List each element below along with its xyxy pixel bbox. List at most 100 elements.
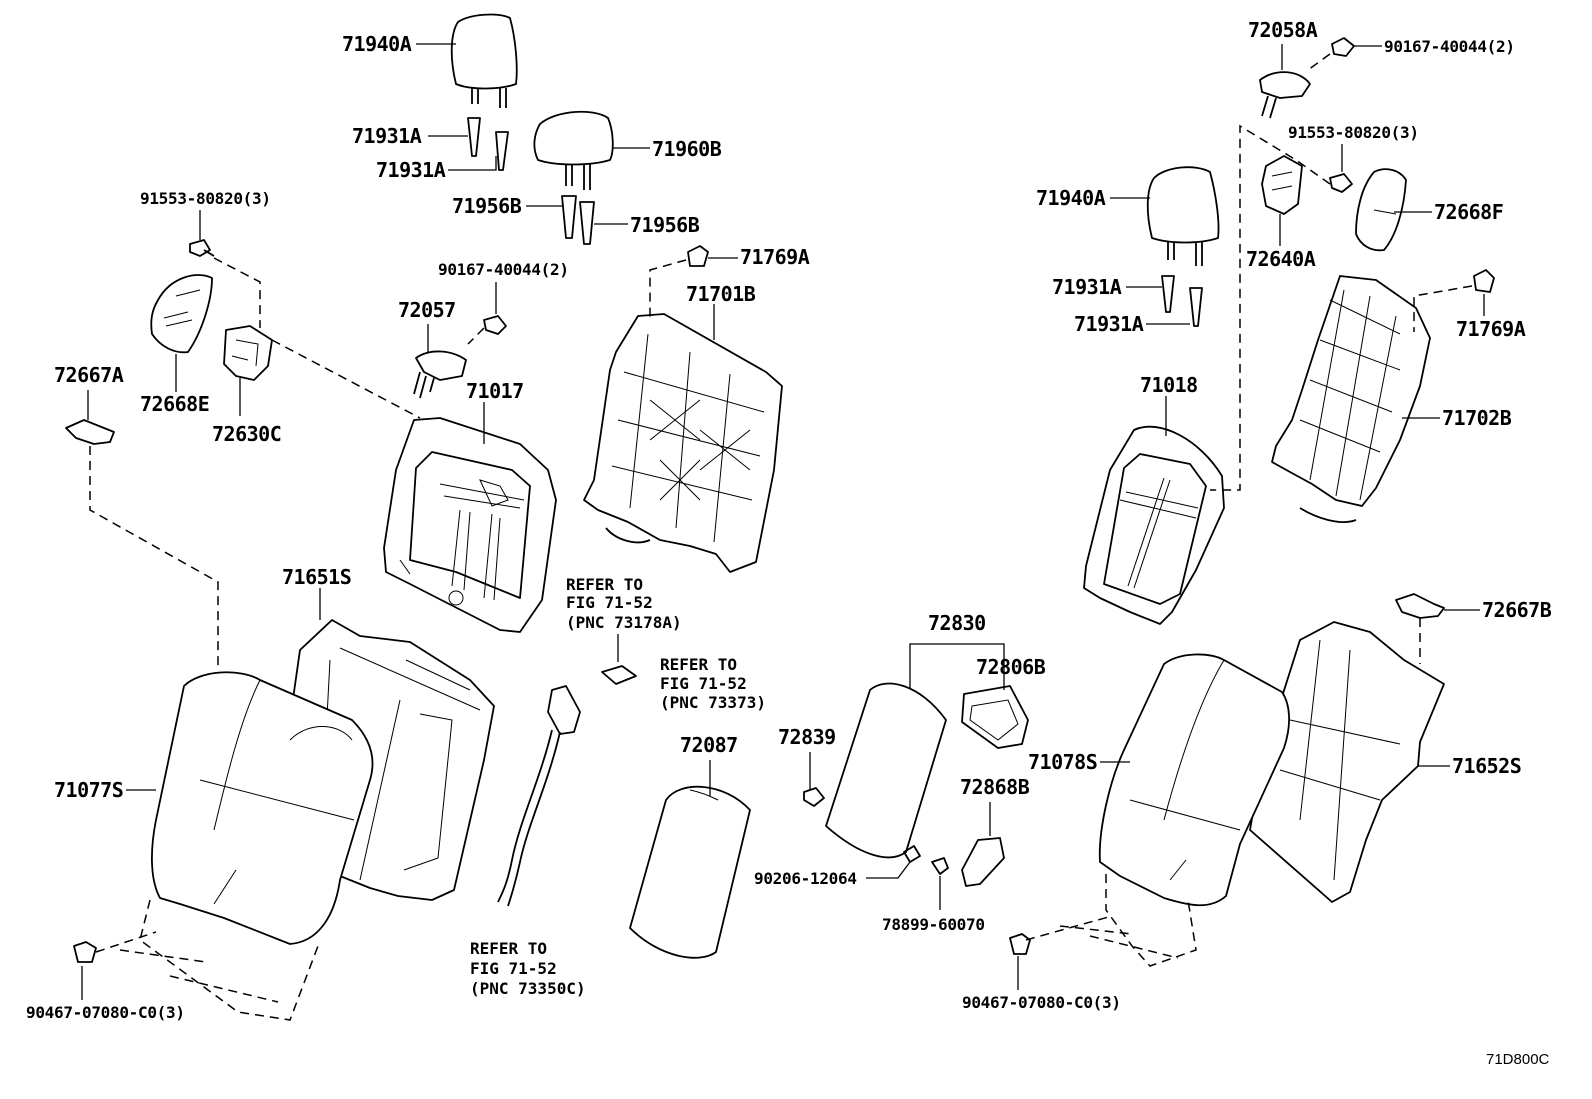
label-71077S: 71077S <box>54 778 123 802</box>
label-71078S: 71078S <box>1028 750 1097 774</box>
clip-71769A-right[interactable] <box>1473 269 1495 293</box>
clip-90467-right[interactable] <box>1009 933 1031 955</box>
screw-90206[interactable] <box>903 845 921 863</box>
armrest-72087[interactable] <box>629 785 751 959</box>
lock-72057[interactable] <box>413 350 467 399</box>
switch-73178A[interactable] <box>601 665 637 685</box>
label-72830: 72830 <box>928 611 986 635</box>
label-71956B-1: 71956B <box>452 194 522 218</box>
svg-text:REFER TO: REFER TO <box>470 939 547 958</box>
label-72058A: 72058A <box>1248 18 1318 42</box>
label-91553-left: 91553-80820(3) <box>140 189 271 208</box>
svg-text:(PNC 73350C): (PNC 73350C) <box>470 979 586 998</box>
headrest-guide-71931A-left[interactable] <box>467 117 509 171</box>
headrest-right-71940A[interactable] <box>1146 166 1220 266</box>
label-72630C: 72630C <box>212 422 281 446</box>
label-72839: 72839 <box>778 725 836 749</box>
label-72868B: 72868B <box>960 775 1030 799</box>
hinge-bracket-72630C[interactable] <box>223 325 273 381</box>
label-72667A: 72667A <box>54 363 124 387</box>
label-71931A-1: 71931A <box>352 124 422 148</box>
bumper-72839[interactable] <box>803 787 825 807</box>
svg-text:REFER TO: REFER TO <box>660 655 737 674</box>
dashed-lines-90467-left <box>95 931 279 1003</box>
clip-71769A-left[interactable] <box>687 245 709 267</box>
label-71931A-r2: 71931A <box>1074 312 1144 336</box>
seatback-frame-71017[interactable] <box>383 417 557 633</box>
label-90467-left: 90467-07080-C0(3) <box>26 1003 185 1022</box>
dashed-outline-right <box>1105 874 1197 967</box>
seatback-cushion-71077S[interactable] <box>151 671 374 945</box>
seat-belt-73350C[interactable] <box>497 685 581 907</box>
reference-73178A: REFER TO FIG 71-52 (PNC 73178A) <box>566 575 682 632</box>
bolt-91553-left[interactable] <box>189 239 215 257</box>
center-armrest-72830[interactable] <box>825 682 947 859</box>
svg-text:(PNC 73178A): (PNC 73178A) <box>566 613 682 632</box>
label-71701B: 71701B <box>686 282 756 306</box>
label-90467-right: 90467-07080-C0(3) <box>962 993 1121 1012</box>
label-72087: 72087 <box>680 733 738 757</box>
svg-text:FIG 71-52: FIG 71-52 <box>470 959 557 978</box>
label-71769A-right: 71769A <box>1456 317 1526 341</box>
svg-text:REFER TO: REFER TO <box>566 575 643 594</box>
headrest-guide-71956B[interactable] <box>561 195 595 245</box>
svg-text:FIG 71-52: FIG 71-52 <box>660 674 747 693</box>
label-72806B: 72806B <box>976 655 1046 679</box>
clip-78899[interactable] <box>931 857 949 875</box>
seatback-frame-71018[interactable] <box>1083 425 1225 625</box>
headrest-left-71940A[interactable] <box>450 13 518 108</box>
diagram-code: 71D800C <box>1486 1051 1550 1068</box>
dashed-line-72630C <box>271 339 421 419</box>
label-91553-right: 91553-80820(3) <box>1288 123 1419 142</box>
bracket-72830 <box>909 643 1005 690</box>
dashed-line-71769A-right <box>1413 285 1473 332</box>
label-72667B: 72667B <box>1482 598 1552 622</box>
svg-text:(PNC 73373): (PNC 73373) <box>660 693 766 712</box>
label-90206: 90206-12064 <box>754 869 857 888</box>
label-71956B-2: 71956B <box>630 213 700 237</box>
hinge-bracket-72640A[interactable] <box>1261 155 1303 215</box>
hinge-cover-72668E[interactable] <box>150 274 213 354</box>
label-71931A-2: 71931A <box>376 158 446 182</box>
clip-90467-left[interactable] <box>73 941 97 963</box>
headrest-center-71960B[interactable] <box>533 110 614 190</box>
cover-72868B[interactable] <box>961 837 1005 887</box>
label-72668E: 72668E <box>140 392 209 416</box>
dashed-line-90167-right <box>1307 53 1331 71</box>
seatback-cover-71652S[interactable] <box>1249 621 1445 903</box>
seatback-board-71701B[interactable] <box>583 313 783 573</box>
label-90167-left: 90167-40044(2) <box>438 260 569 279</box>
hinge-cover-72668F[interactable] <box>1355 168 1407 252</box>
label-72057: 72057 <box>398 298 456 322</box>
label-71940A-left: 71940A <box>342 32 412 56</box>
bolt-90167-right[interactable] <box>1331 37 1355 57</box>
dashed-line-91553-left <box>213 257 261 328</box>
label-71769A-left: 71769A <box>740 245 810 269</box>
label-71702B: 71702B <box>1442 406 1512 430</box>
seatback-board-71702B[interactable] <box>1271 275 1431 523</box>
dashed-line-90167-left <box>467 327 485 345</box>
label-71017: 71017 <box>466 379 524 403</box>
label-71018: 71018 <box>1140 373 1198 397</box>
reference-73373: REFER TO FIG 71-52 (PNC 73373) <box>660 655 766 712</box>
leader-90206 <box>866 861 911 879</box>
leader-71931A-2 <box>448 156 497 171</box>
bolt-91553-right[interactable] <box>1329 173 1353 193</box>
dashed-lines-90467-right <box>1025 915 1179 959</box>
label-71651S: 71651S <box>282 565 351 589</box>
dashed-line-91553-right <box>1210 124 1331 491</box>
lock-72058A[interactable] <box>1259 71 1311 119</box>
cap-72667A[interactable] <box>65 419 115 445</box>
label-72640A: 72640A <box>1246 247 1316 271</box>
bolt-90167-left[interactable] <box>483 315 507 335</box>
label-71940A-right: 71940A <box>1036 186 1106 210</box>
cap-72667B[interactable] <box>1395 593 1445 619</box>
seatback-cushion-71078S[interactable] <box>1098 653 1290 907</box>
label-71931A-r1: 71931A <box>1052 275 1122 299</box>
reference-73350C: REFER TO FIG 71-52 (PNC 73350C) <box>470 939 586 998</box>
cup-holder-72806B[interactable] <box>961 685 1029 749</box>
headrest-guide-71931A-right[interactable] <box>1161 275 1203 327</box>
dashed-line-71769A-left <box>649 259 687 322</box>
dashed-line-72667A <box>89 446 219 668</box>
